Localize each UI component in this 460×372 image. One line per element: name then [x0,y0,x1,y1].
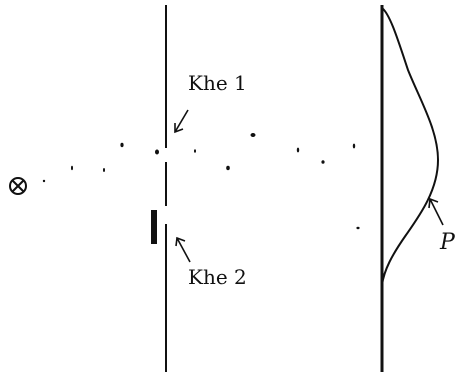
slit2-arrow [175,236,191,263]
particle-dot [356,226,360,230]
slit2-blocker [151,210,157,244]
particle-dot [352,143,356,149]
particle-dot [250,133,256,137]
pattern-label: P [439,230,456,255]
source-icon [9,177,27,195]
particle-dot [296,147,300,153]
particle-dot [103,168,105,172]
intensity-curve-p [381,7,440,286]
pattern-arrow [428,197,444,226]
slit2-label: Khe 2 [188,265,247,289]
particle-dot [71,165,73,171]
particle-dot [226,165,230,171]
particle-dot [42,179,46,183]
particle-dots [42,133,360,230]
particle-dot [194,149,196,153]
particle-dot [120,142,124,148]
particle-dot [155,149,159,155]
particle-dot [321,160,325,164]
slit1-label: Khe 1 [188,71,247,95]
slit1-arrow [174,109,189,134]
